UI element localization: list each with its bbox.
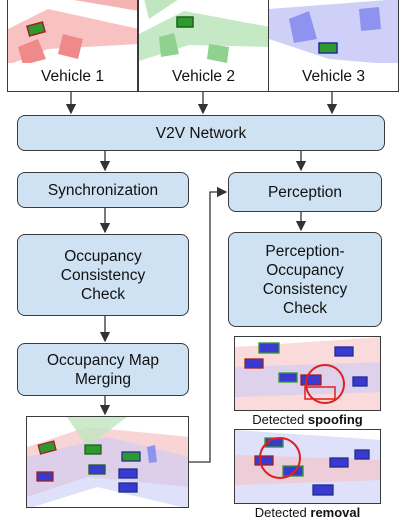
removal-caption-prefix: Detected: [254, 505, 311, 520]
spoofing-caption-bold: spoofing: [307, 412, 363, 427]
vehicle-3-occupancy-map: [269, 0, 398, 65]
spoofing-caption-prefix: Detected: [252, 412, 308, 427]
occupancy-map-merging-node: Occupancy Map Merging: [17, 343, 189, 396]
vehicle-1-occupancy-map: [8, 0, 137, 65]
vehicle-2-occupancy-map: [139, 0, 268, 63]
v2v-network-node: V2V Network: [17, 115, 385, 151]
spoofing-caption: Detected spoofing: [234, 412, 381, 427]
spoofing-highlight-circle: [305, 364, 345, 404]
merged-occupancy-map: [26, 416, 189, 508]
synchronization-node: Synchronization: [17, 172, 189, 208]
vehicle-1-label: Vehicle 1: [8, 63, 137, 91]
removal-detection-map: [234, 429, 381, 504]
vehicle-3-label: Vehicle 3: [269, 63, 398, 91]
vehicle-1-panel: Vehicle 1: [7, 0, 138, 92]
removal-caption: Detected removal: [234, 505, 381, 520]
removal-caption-bold: removal: [310, 505, 361, 520]
removal-map-image: [235, 430, 380, 503]
arrow-map-perception: [189, 186, 228, 463]
perception-occupancy-consistency-check-node: Perception- Occupancy Consistency Check: [228, 232, 382, 327]
merged-map-image: [27, 417, 188, 507]
removal-highlight-circle: [259, 437, 301, 479]
spoofing-detection-map: [234, 336, 381, 411]
vehicle-2-label: Vehicle 2: [139, 63, 268, 91]
perception-node: Perception: [228, 172, 382, 212]
vehicle-3-panel: Vehicle 3: [268, 0, 399, 92]
spoofing-map-image: [235, 337, 380, 410]
vehicle-2-panel: Vehicle 2: [138, 0, 269, 92]
occupancy-consistency-check-node: Occupancy Consistency Check: [17, 234, 189, 316]
